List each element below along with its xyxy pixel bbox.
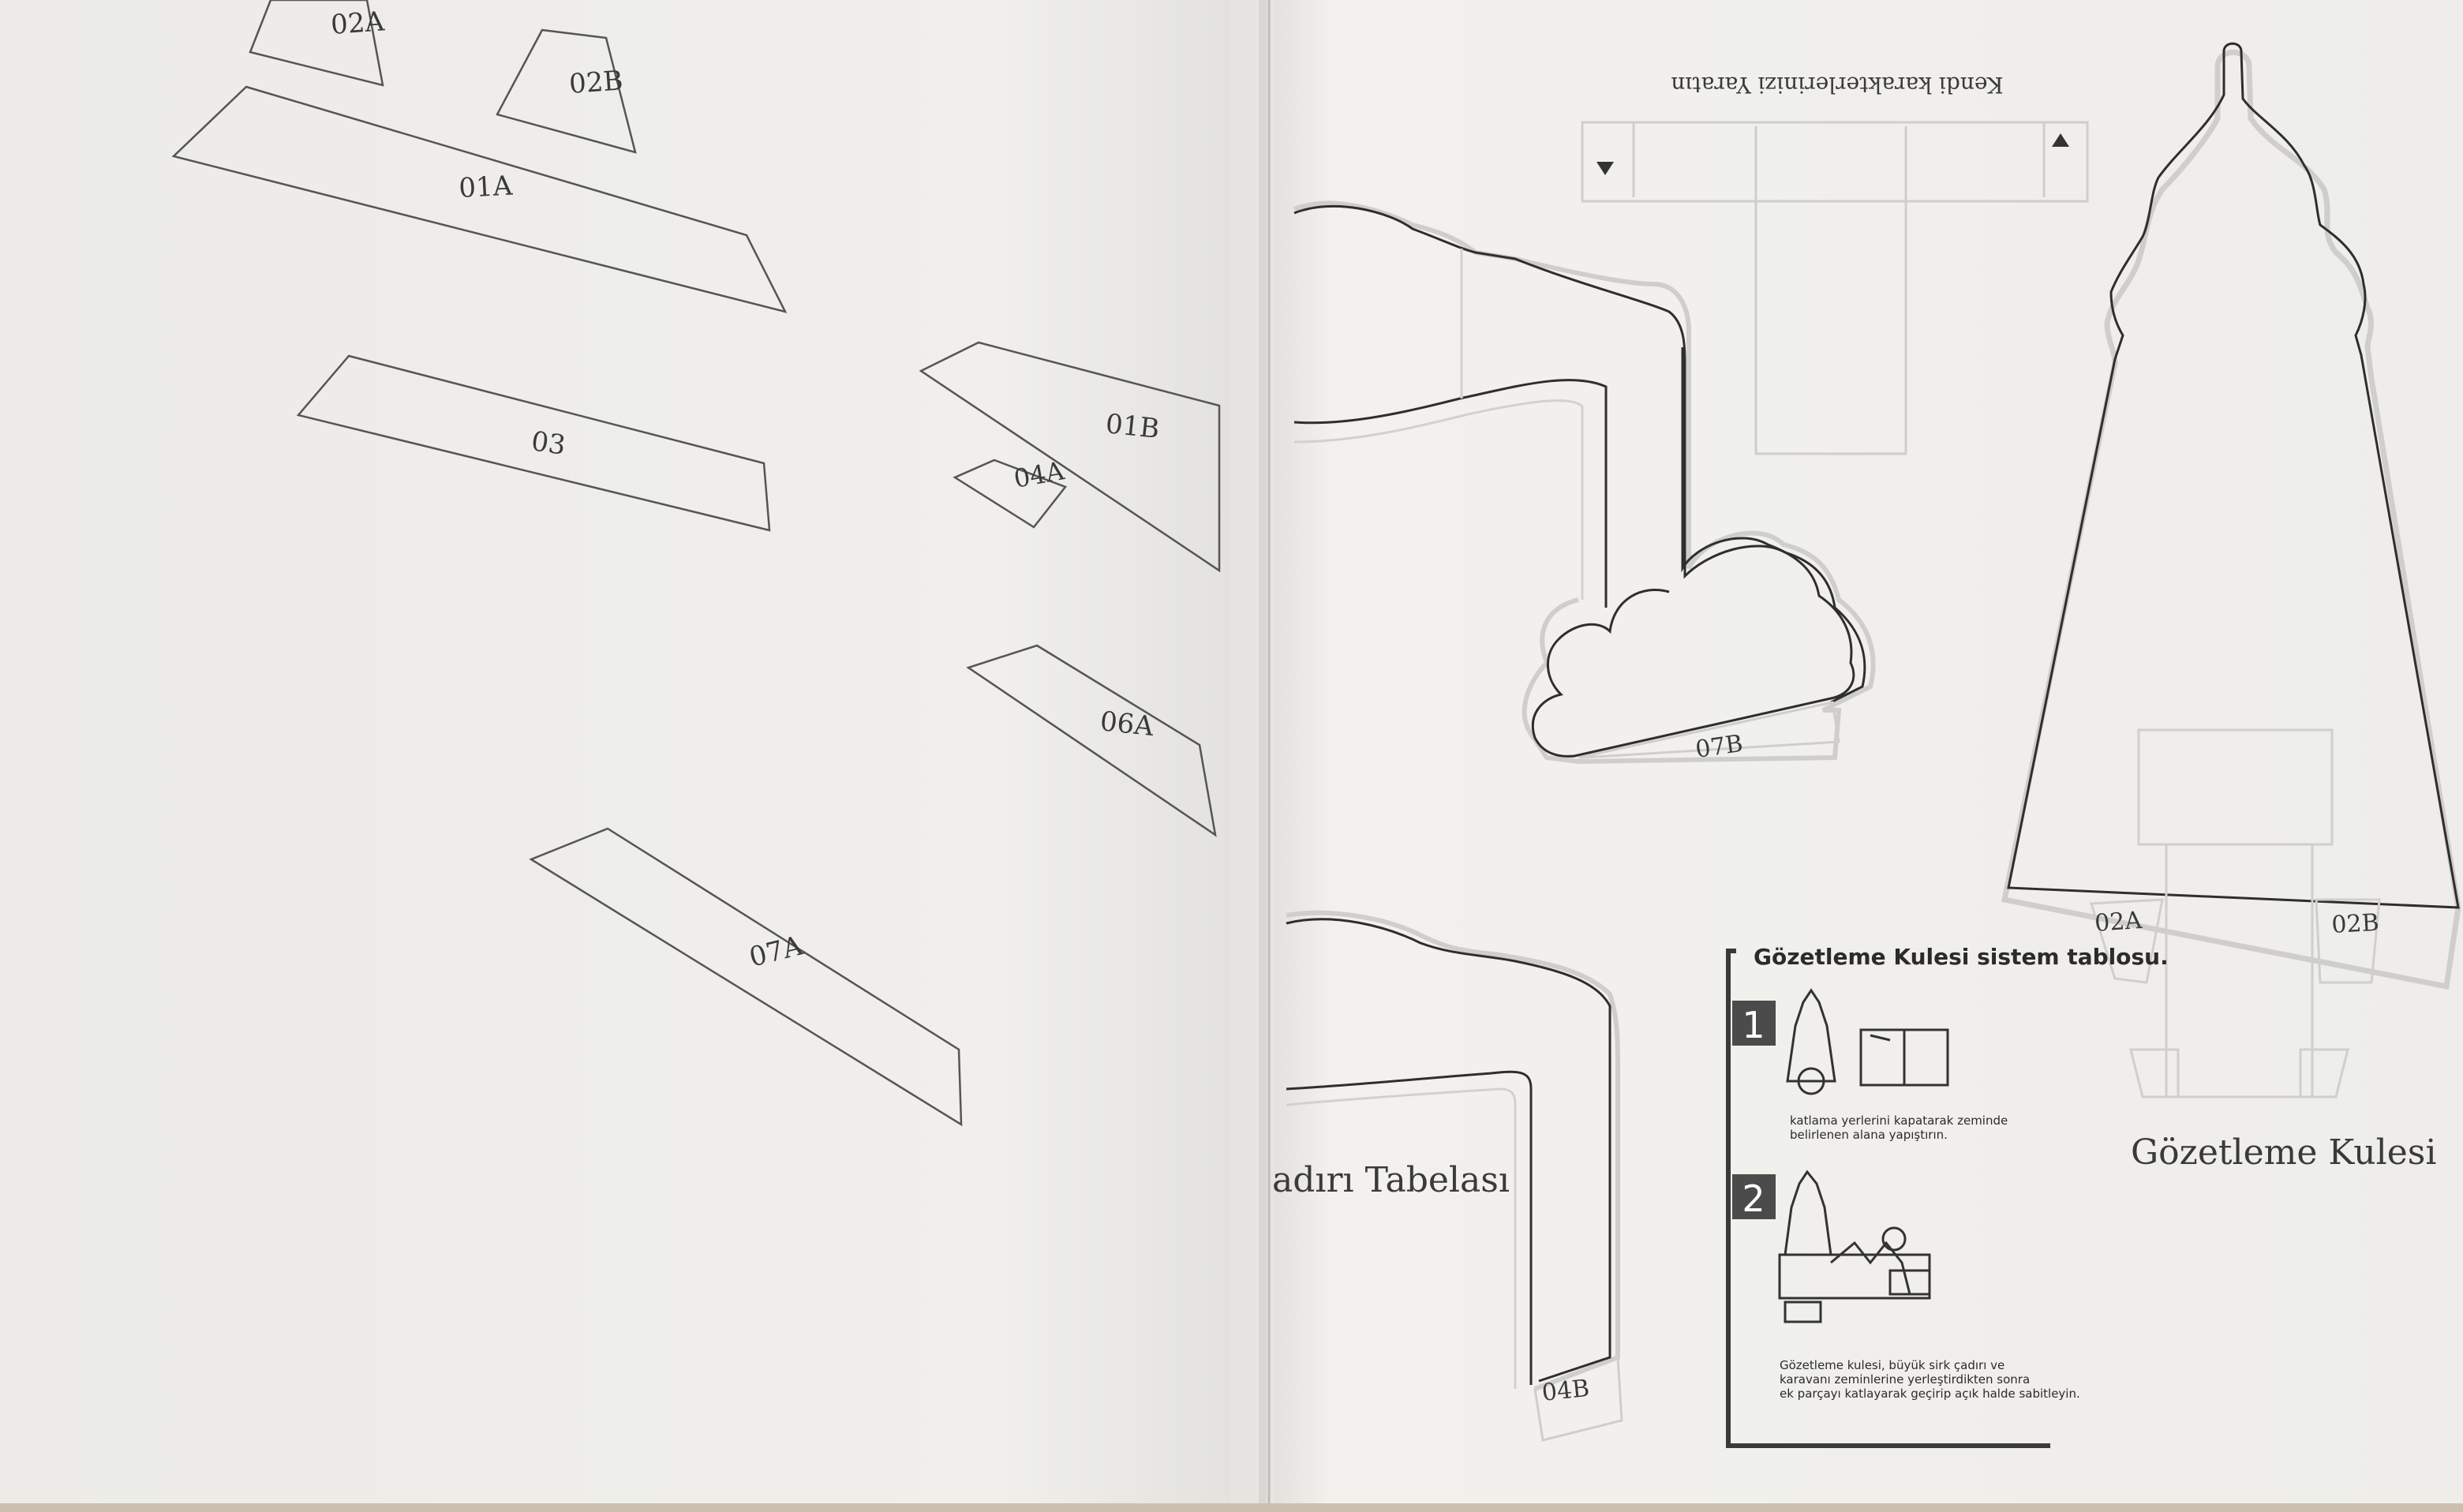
- system-table-title: Gözetleme Kulesi sistem tablosu.: [1754, 944, 2169, 970]
- step-2-text-line3: ek parçayı katlayarak geçirip açık halde…: [1780, 1387, 2080, 1401]
- upside-down-title: Kendi karakterlerinizi Yaratın: [1671, 72, 2003, 98]
- step-2-text-line1: Gözetleme kulesi, büyük sirk çadırı ve: [1780, 1358, 2004, 1372]
- watch-tower-piece: 02A 02B Gözetleme Kulesi: [2001, 42, 2461, 1173]
- piece-label-07b: 07B: [1694, 730, 1745, 764]
- tower-tab-label-02a: 02A: [2094, 907, 2143, 938]
- system-table-border: [1726, 949, 2050, 1448]
- sign-outline-upper: [1293, 204, 1866, 704]
- sign-piece-upper: 07B: [1293, 200, 1876, 765]
- step-1-number: 1: [1742, 1004, 1765, 1046]
- piece-label-02a: 02A: [330, 6, 386, 41]
- piece-label-04b: 04B: [1540, 1375, 1591, 1407]
- template-outlines: [171, 0, 1221, 1127]
- piece-label-01b: 01B: [1104, 408, 1161, 445]
- sign-piece-lower: 04B adırı Tabelası: [1272, 910, 1623, 1442]
- tab-07b-emboss: [1578, 701, 1840, 759]
- piece-label-01a: 01A: [458, 170, 513, 204]
- tower-tab-label-02b: 02B: [2331, 909, 2380, 939]
- right-page: Kendi karakterlerinizi Yaratın 07B: [1272, 0, 2463, 1503]
- piece-outline-04a: [953, 458, 1068, 529]
- piece-label-02b: 02B: [568, 65, 624, 100]
- sign-inner-outline-lower: [1286, 1070, 1533, 1385]
- step-1-text-line2: belirlenen alana yapıştırın.: [1790, 1128, 1948, 1142]
- sign-inner-outline-upper: [1293, 379, 1608, 608]
- tower-outline: [2007, 42, 2460, 909]
- triangle-up-marker: [2052, 133, 2069, 147]
- piece-outline-01b: [919, 341, 1221, 573]
- cloud-outline: [1531, 347, 1855, 758]
- step-1-text-line1: katlama yerlerini kapatarak zeminde: [1790, 1113, 2008, 1128]
- step-2-text-line2: karavanı zeminlerine yerleştirdikten son…: [1780, 1372, 2030, 1387]
- system-table: Gözetleme Kulesi sistem tablosu. 1 katla…: [1726, 944, 2169, 1448]
- piece-outline-02b: [496, 28, 637, 154]
- piece-outline-02a: [249, 0, 384, 87]
- piece-outline-01a: [171, 85, 788, 313]
- piece-outline-06a: [966, 644, 1217, 837]
- tower-base-emboss: [2089, 728, 2381, 1098]
- step-2-illustration: [1778, 1170, 1931, 1323]
- sign-title: adırı Tabelası: [1272, 1160, 1510, 1200]
- step-1-badge: [1732, 1001, 1776, 1046]
- piece-label-06a: 06A: [1099, 705, 1155, 743]
- tower-name: Gözetleme Kulesi: [2131, 1132, 2436, 1173]
- right-page-paper: [1275, 0, 2463, 1503]
- embossed-t-stand: [1581, 121, 2089, 455]
- sign-emboss-lower: [1286, 910, 1620, 1391]
- step-2-number: 2: [1742, 1177, 1765, 1220]
- piece-outline-07a: [529, 827, 963, 1127]
- sign-inner-emboss-upper: [1293, 249, 1584, 600]
- sign-outline-lower: [1286, 918, 1611, 1383]
- piece-label-03: 03: [530, 425, 567, 462]
- left-page: 02A 02B 01A 03 01B 04A 06A 07A: [0, 0, 1251, 1503]
- tab-04b-emboss: [1533, 1355, 1623, 1442]
- sign-emboss-upper: [1293, 200, 1876, 765]
- triangle-down-marker: [1596, 162, 1614, 175]
- piece-outline-03: [296, 354, 771, 532]
- step-2-badge: [1732, 1174, 1776, 1219]
- step-1-illustration: [1786, 988, 1949, 1095]
- left-page-paper: [0, 0, 1251, 1503]
- sign-inner-emboss-lower: [1286, 1087, 1517, 1389]
